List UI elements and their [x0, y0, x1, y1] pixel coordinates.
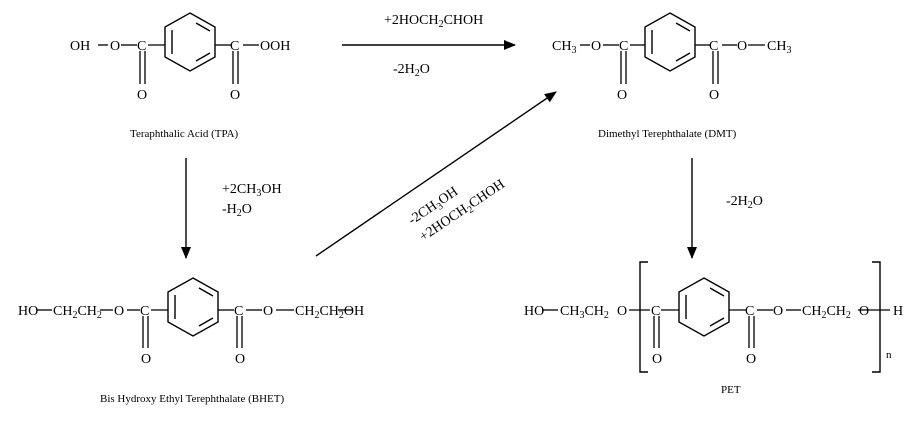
- arrow-bhet-to-dmt: [315, 91, 557, 257]
- bhet-name: Bis Hydroxy Ethyl Terephthalate (BHET): [100, 393, 284, 405]
- dmt-ch3-right: CH3: [767, 39, 791, 56]
- dmt-c-left: C: [619, 39, 628, 54]
- tpa-name: Teraphthalic Acid (TPA): [130, 128, 239, 140]
- bhet-o-right: O: [263, 304, 273, 319]
- bhet-bonds: [37, 309, 352, 348]
- tpa-ooh-right: OOH: [260, 39, 290, 54]
- tpa-c-right: C: [230, 39, 239, 54]
- pet-carbonyl-o-right: O: [746, 352, 756, 367]
- bhet-ch2ch2oh-right: CH2CH2OH: [295, 304, 364, 321]
- pet-brackets: [639, 261, 881, 373]
- bhet-carbonyl-o-left: O: [141, 352, 151, 367]
- dmt-name: Dimethyl Terephthalate (DMT): [598, 128, 737, 140]
- dmt-carbonyl-o-left: O: [617, 88, 627, 103]
- cond-tpa-dmt-above: +2HOCH2CHOH: [384, 13, 483, 30]
- pet-name: PET: [721, 384, 741, 396]
- tpa-carbonyl-o-right: O: [230, 88, 240, 103]
- pet-ch2ch2: CH2CH2: [802, 304, 851, 321]
- pet-ch3ch2: CH3CH2: [560, 304, 609, 321]
- bhet-c-left: C: [140, 304, 149, 319]
- pet-n-subscript: n: [886, 349, 892, 361]
- dmt-o-left: O: [591, 39, 601, 54]
- pet-o-right: O: [773, 304, 783, 319]
- tpa-bonds: [98, 44, 259, 84]
- pet-c-right: C: [745, 304, 754, 319]
- cond-tpa-bhet-line1: +2CH3OH: [222, 182, 282, 199]
- dmt-o-right: O: [737, 39, 747, 54]
- pet-c-left: C: [651, 304, 660, 319]
- cond-tpa-dmt-below: -2H2O: [393, 62, 430, 79]
- tpa-carbonyl-o-left: O: [137, 88, 147, 103]
- pet-o-left: O: [617, 304, 627, 319]
- cond-tpa-bhet-line2: -H2O: [222, 202, 252, 219]
- bhet-o-left: O: [114, 304, 124, 319]
- bhet-carbonyl-o-right: O: [235, 352, 245, 367]
- bhet-c-right: C: [234, 304, 243, 319]
- tpa-benzene-ring: [164, 12, 216, 72]
- dmt-benzene-ring: [644, 12, 696, 72]
- pet-benzene-ring: [678, 277, 730, 337]
- dmt-ch3-left: CH3: [552, 39, 576, 56]
- dmt-carbonyl-o-right: O: [709, 88, 719, 103]
- pet-bonds: [542, 309, 890, 348]
- cond-dmt-pet: -2H2O: [726, 194, 763, 211]
- bhet-benzene-ring: [167, 277, 219, 337]
- dmt-bonds: [580, 44, 765, 84]
- tpa-oh-left: OH: [70, 39, 90, 54]
- tpa-o-left: O: [110, 39, 120, 54]
- pet-carbonyl-o-left: O: [652, 352, 662, 367]
- pet-ho: HO: [524, 304, 544, 319]
- pet-o-end: O: [859, 304, 869, 319]
- tpa-c-left: C: [137, 39, 146, 54]
- bhet-ch2ch2-left: CH2CH2: [53, 304, 102, 321]
- pet-h: H: [893, 304, 903, 319]
- dmt-c-right: C: [709, 39, 718, 54]
- cond-bhet-dmt: -2CH3OH +2HOCH2CHOH: [406, 177, 509, 247]
- bhet-ho: HO: [18, 304, 38, 319]
